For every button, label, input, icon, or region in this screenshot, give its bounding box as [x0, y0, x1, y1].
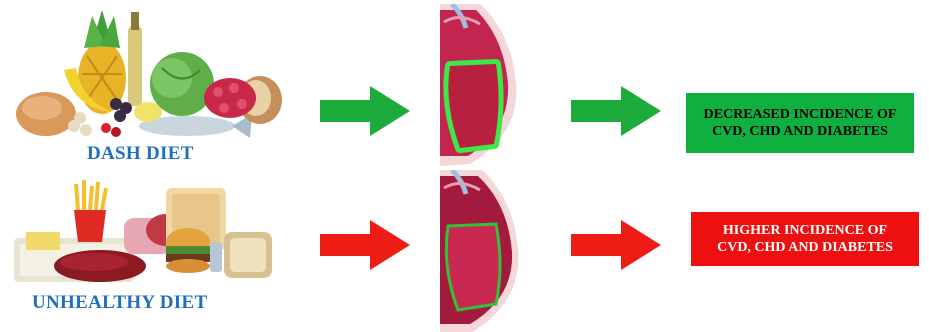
outcome-line-2: CVD, CHD AND DIABETES [717, 239, 893, 256]
heart-to-outcome-arrow [571, 220, 661, 270]
arrow-shape [320, 220, 410, 270]
arrow-shape [320, 86, 410, 136]
outcome-line-2: CVD, CHD AND DIABETES [704, 123, 897, 140]
outcome-line-1: HIGHER INCIDENCE OF [717, 222, 893, 239]
arrow-shape [571, 220, 661, 270]
unhealthy-diet-label: UNHEALTHY DIET [32, 292, 207, 314]
heart-thickened-wall-illustration [440, 170, 522, 332]
dash-diet-label: DASH DIET [87, 143, 194, 165]
outcome-line-1: DECREASED INCIDENCE OF [704, 106, 897, 123]
diet-to-heart-arrow [320, 86, 410, 136]
higher-incidence-box: HIGHER INCIDENCE OF CVD, CHD AND DIABETE… [691, 212, 919, 266]
heart-to-outcome-arrow [571, 86, 661, 136]
unhealthy-diet-food-illustration [14, 180, 276, 290]
decreased-incidence-box: DECREASED INCIDENCE OF CVD, CHD AND DIAB… [686, 93, 914, 153]
arrow-shape [571, 86, 661, 136]
heart-normal-wall-illustration [440, 4, 520, 166]
diet-to-heart-arrow [320, 220, 410, 270]
dash-diet-food-illustration [12, 8, 282, 148]
